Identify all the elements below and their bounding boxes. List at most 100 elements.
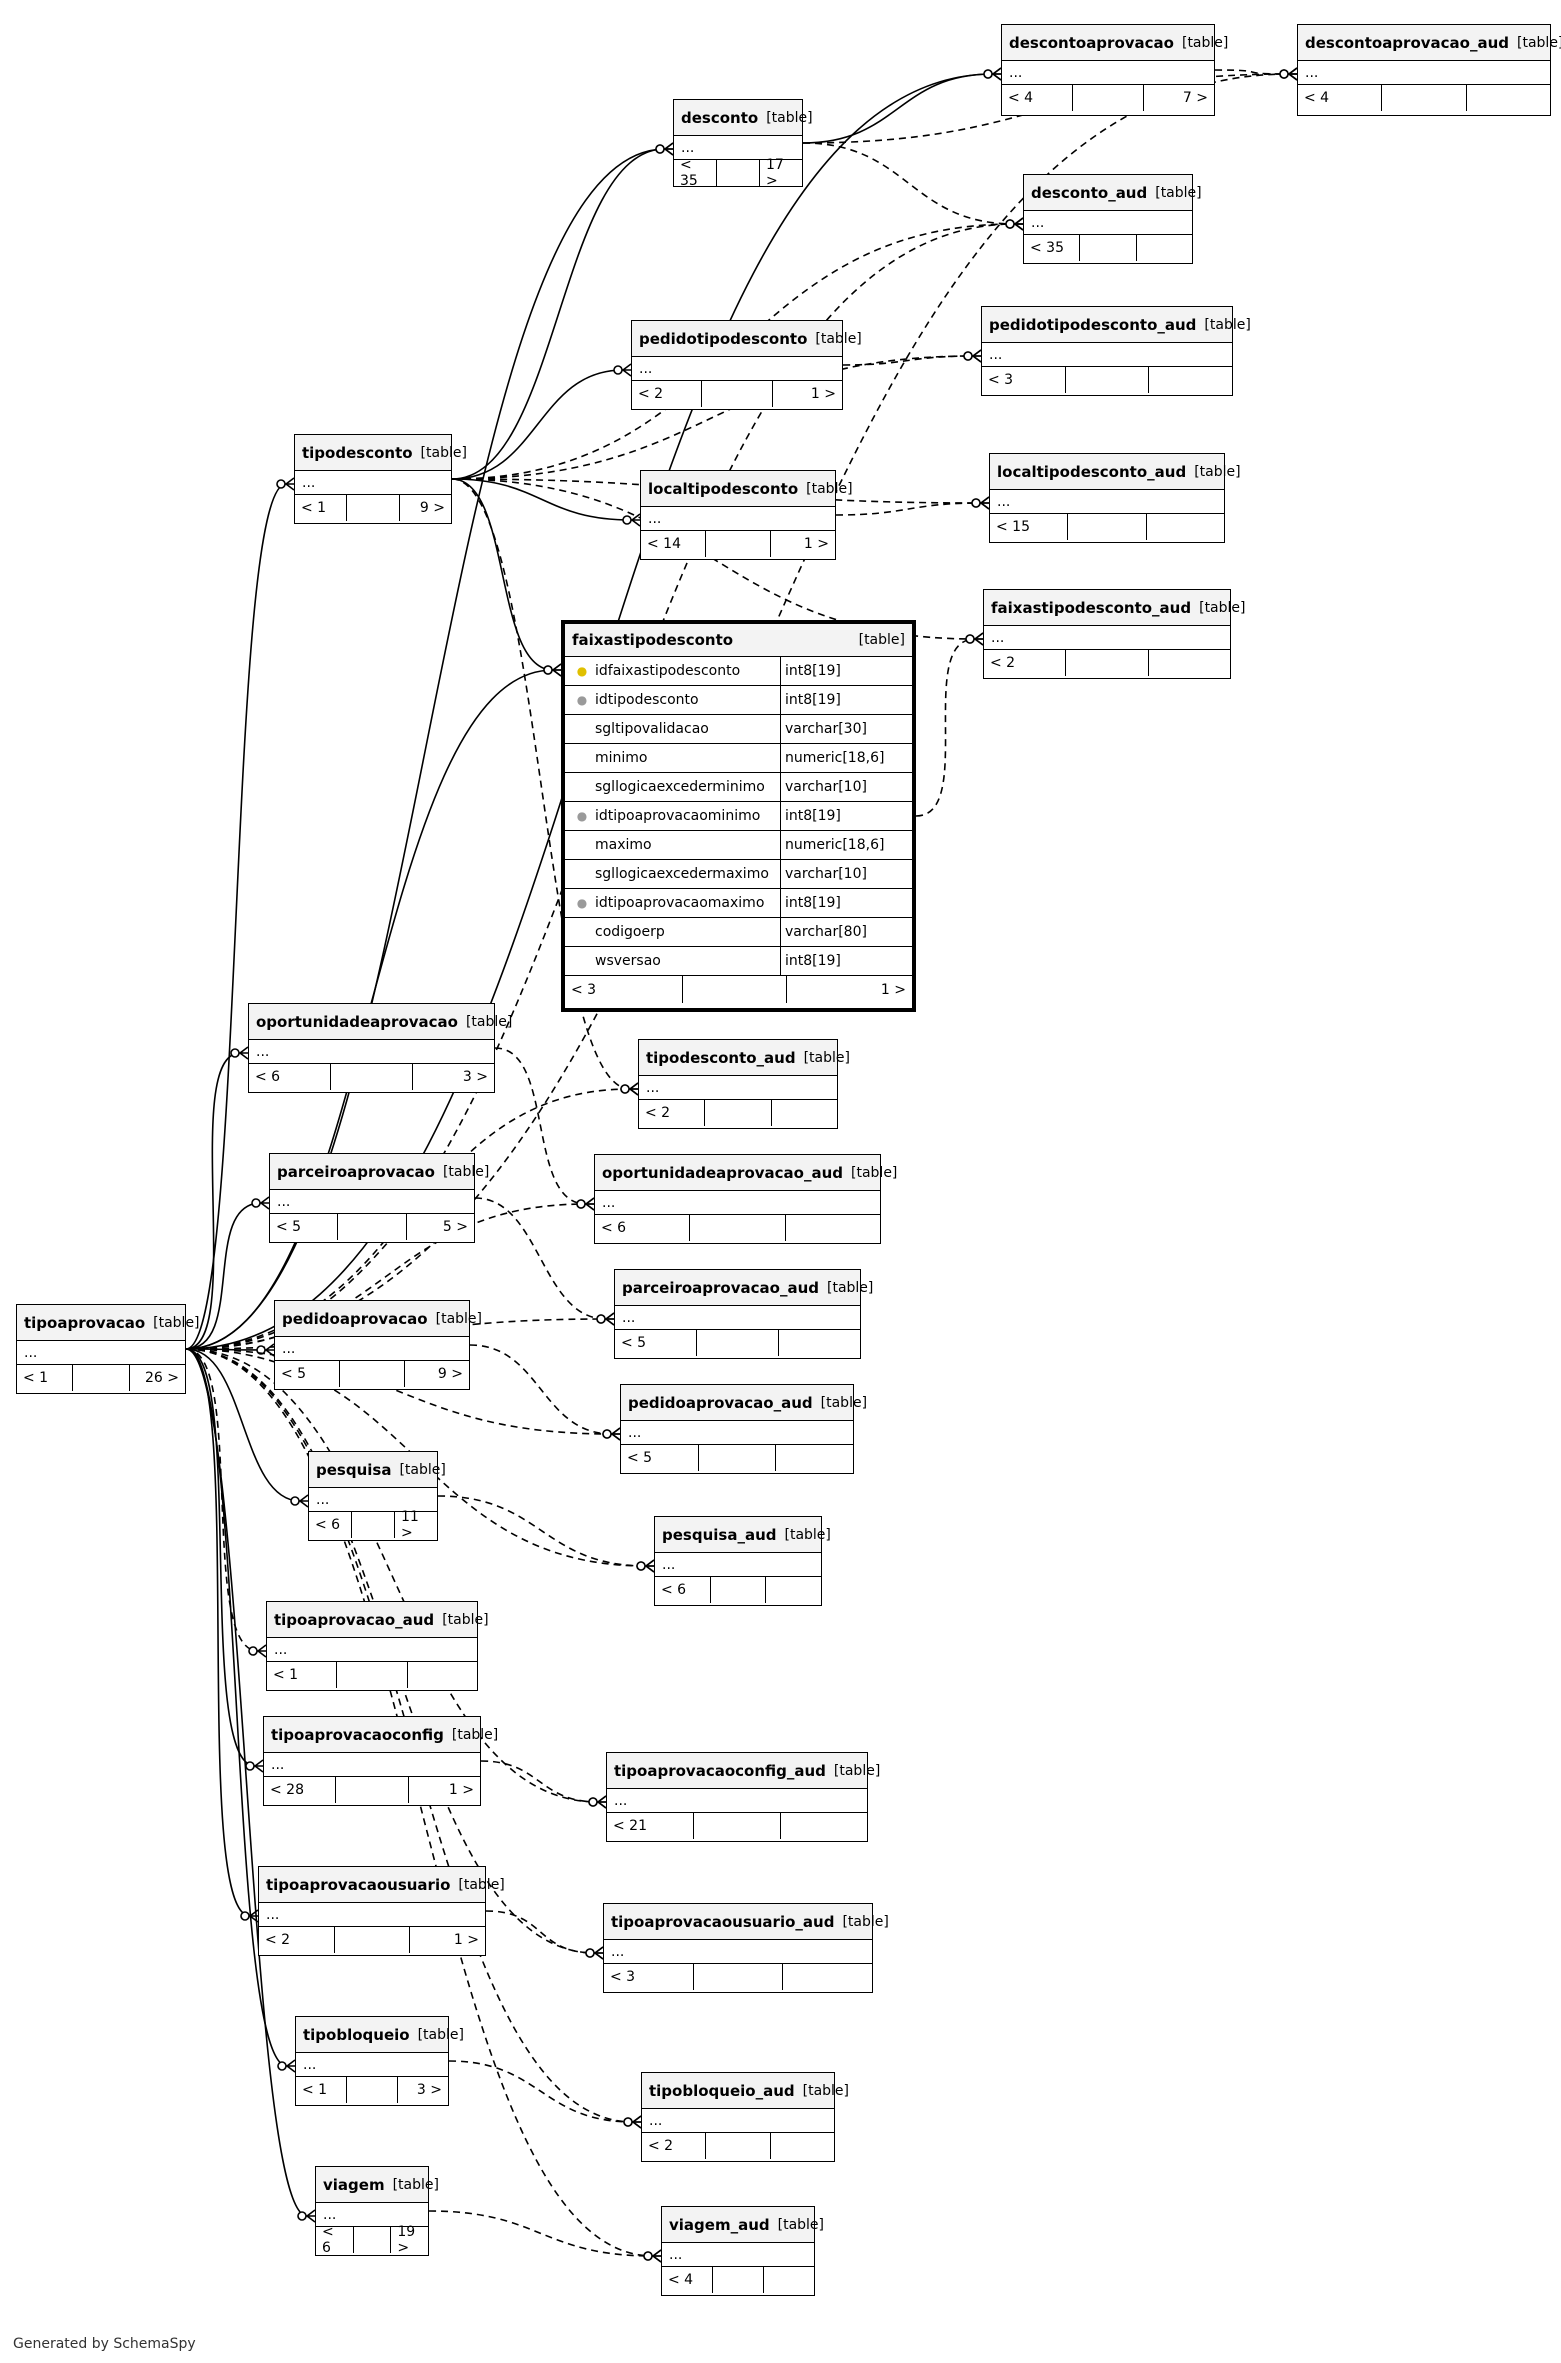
parents-count[interactable]: < 6 xyxy=(655,1577,711,1603)
parents-count[interactable]: < 6 xyxy=(309,1512,352,1538)
parents-count[interactable]: < 2 xyxy=(632,381,703,407)
parents-count[interactable]: < 3 xyxy=(982,367,1066,393)
table-pedidoaprovacao_aud[interactable]: pedidoaprovacao_aud[table] ... < 5 xyxy=(620,1384,867,1474)
parents-count[interactable]: < 2 xyxy=(984,650,1067,676)
children-count[interactable] xyxy=(408,1662,477,1688)
children-count[interactable] xyxy=(772,1100,837,1126)
parents-count[interactable]: < 4 xyxy=(1002,85,1073,111)
children-count[interactable] xyxy=(1137,235,1192,261)
parents-count[interactable]: < 2 xyxy=(259,1927,335,1953)
children-count[interactable] xyxy=(764,2267,814,2293)
parents-count[interactable]: < 35 xyxy=(674,157,717,189)
table-tipoaprovacaousuario_aud[interactable]: tipoaprovacaousuario_aud[table] ... < 3 xyxy=(603,1903,889,1993)
table-pesquisa_aud[interactable]: pesquisa_aud[table] ... < 6 xyxy=(654,1516,831,1606)
children-count[interactable]: 5 > xyxy=(442,1219,468,1235)
table-tipoaprovacao_aud[interactable]: tipoaprovacao_aud[table] ... < 1 xyxy=(266,1601,489,1691)
children-count[interactable]: 26 > xyxy=(144,1370,179,1386)
children-count[interactable]: 1 > xyxy=(803,536,829,552)
parents-count[interactable]: < 6 xyxy=(595,1215,691,1241)
table-desconto_aud[interactable]: desconto_aud[table] ... < 35 xyxy=(1023,174,1202,264)
parents-count[interactable]: < 5 xyxy=(275,1361,340,1387)
children-count[interactable]: 1 > xyxy=(453,1932,480,1948)
parents-count[interactable]: < 5 xyxy=(270,1214,339,1240)
parents-count[interactable]: < 4 xyxy=(1298,85,1383,111)
table-parceiroaprovacao_aud[interactable]: parceiroaprovacao_aud[table] ... < 5 xyxy=(614,1269,873,1359)
children-count[interactable] xyxy=(779,1330,860,1356)
children-count[interactable]: 7 > xyxy=(1182,90,1208,106)
children-count[interactable]: 9 > xyxy=(419,500,445,516)
table-faixastipodesconto_aud[interactable]: faixastipodesconto_aud[table] ... < 2 xyxy=(983,589,1246,679)
parents-count[interactable]: < 15 xyxy=(990,514,1069,540)
parents-count[interactable]: < 1 xyxy=(267,1662,338,1688)
children-count[interactable] xyxy=(1467,85,1550,111)
table-tipobloqueio_aud[interactable]: tipobloqueio_aud[table] ... < 2 xyxy=(641,2072,849,2162)
children-count[interactable]: 11 > xyxy=(401,1509,419,1541)
table-pedidotipodesconto_aud[interactable]: pedidotipodesconto_aud[table] ... < 3 xyxy=(981,306,1251,396)
children-count[interactable]: 3 > xyxy=(462,1069,488,1085)
table-oportunidadeaprovacao_aud[interactable]: oportunidadeaprovacao_aud[table] ... < 6 xyxy=(594,1154,897,1244)
table-faixastipodesconto[interactable]: faixastipodesconto[table] ●idfaixastipod… xyxy=(561,620,916,1012)
children-count[interactable]: 9 > xyxy=(437,1366,463,1382)
children-count[interactable] xyxy=(786,1215,880,1241)
parents-count[interactable]: < 21 xyxy=(607,1813,694,1839)
table-tipoaprovacaoconfig_aud[interactable]: tipoaprovacaoconfig_aud[table] ... < 21 xyxy=(606,1752,880,1842)
parents-count[interactable]: < 35 xyxy=(1024,235,1081,261)
parents-count[interactable]: < 3 xyxy=(604,1964,694,1990)
parents-count[interactable]: < 6 xyxy=(249,1064,331,1090)
parents-count[interactable]: < 4 xyxy=(662,2267,713,2293)
children-count[interactable]: 17 > xyxy=(766,157,784,189)
parents-count[interactable]: < 5 xyxy=(621,1445,699,1471)
children-count[interactable]: 3 > xyxy=(416,2082,442,2098)
parents-count[interactable]: < 28 xyxy=(264,1777,337,1803)
children-count[interactable] xyxy=(1147,514,1224,540)
children-count[interactable] xyxy=(1149,650,1230,676)
table-descontoaprovacao_aud[interactable]: descontoaprovacao_aud[table] ... < 4 xyxy=(1297,24,1561,116)
children-count[interactable]: 1 > xyxy=(448,1782,474,1798)
table-tipodesconto_aud[interactable]: tipodesconto_aud[table] ... < 2 xyxy=(638,1039,850,1129)
parents-count[interactable]: < 1 xyxy=(296,2077,347,2103)
table-localtipodesconto_aud[interactable]: localtipodesconto_aud[table] ... < 15 xyxy=(989,453,1241,543)
parents-count[interactable]: < 2 xyxy=(639,1100,706,1126)
parents-count[interactable]: < 1 xyxy=(295,495,348,521)
children-count[interactable] xyxy=(1149,367,1232,393)
parents-count[interactable]: < 3 xyxy=(565,976,683,1003)
children-count[interactable] xyxy=(783,1964,872,1990)
table-viagem_aud[interactable]: viagem_aud[table] ... < 4 xyxy=(661,2206,824,2296)
children-count[interactable]: 1 > xyxy=(880,981,906,998)
parents-count[interactable]: < 2 xyxy=(642,2133,707,2159)
parents-count[interactable]: < 5 xyxy=(615,1330,697,1356)
parents-count[interactable]: < 1 xyxy=(17,1365,74,1391)
children-count[interactable]: 19 > xyxy=(397,2224,416,2256)
children-count[interactable]: 1 > xyxy=(810,386,836,402)
children-count[interactable] xyxy=(781,1813,867,1839)
children-count[interactable] xyxy=(766,1577,821,1603)
parents-count[interactable]: < 6 xyxy=(316,2224,354,2256)
parents-count[interactable]: < 14 xyxy=(641,531,706,557)
children-count[interactable] xyxy=(776,1445,853,1471)
children-count[interactable] xyxy=(771,2133,834,2159)
